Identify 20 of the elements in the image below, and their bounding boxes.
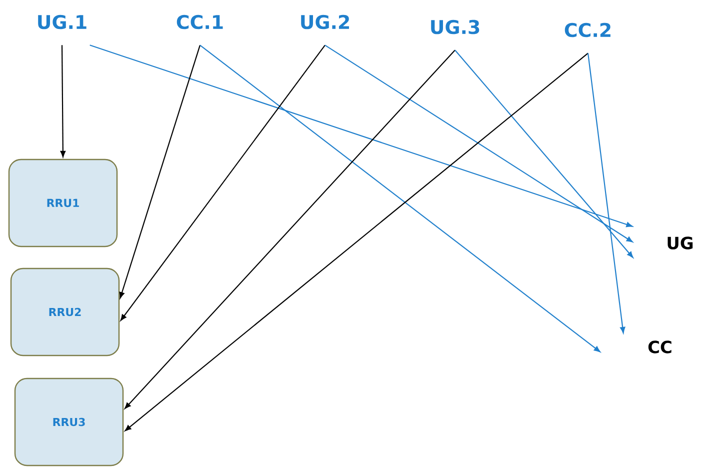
process-box: RRU1: [8, 158, 118, 248]
process-box: RRU2: [10, 268, 120, 356]
arrow: [120, 44, 326, 321]
arrow: [119, 44, 201, 298]
arrow: [454, 50, 634, 258]
arrow: [60, 45, 66, 158]
arrow: [90, 44, 633, 228]
arrow: [200, 44, 600, 352]
arrow: [124, 50, 456, 409]
arrow: [587, 53, 626, 334]
node-label: CC: [648, 340, 672, 354]
node-label: UG.3: [431, 20, 480, 34]
node-label: UG.2: [301, 14, 349, 30]
node-label: UG.1: [38, 14, 86, 30]
arrow: [124, 52, 588, 432]
node-label: CC.2: [564, 22, 610, 38]
arrow: [324, 44, 633, 242]
process-box: RRU3: [14, 378, 124, 466]
node-label: CC.1: [176, 14, 223, 30]
node-label: UG: [668, 236, 693, 250]
